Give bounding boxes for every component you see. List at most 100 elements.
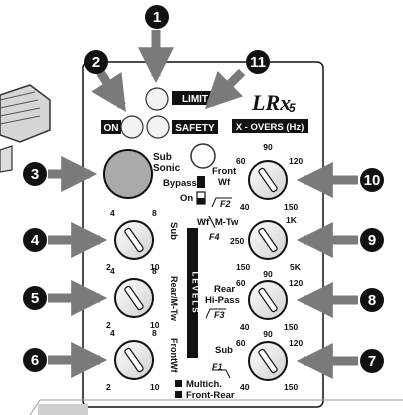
xover-f3-tick-60: 60 [236,278,246,288]
level-knob-rear-tick-10: 10 [150,320,160,330]
safety-led [146,115,170,139]
subsonic-on-label: On [180,193,193,204]
callout-arrows [48,30,358,379]
level-knob-front-tick-8: 8 [152,328,157,338]
f1-filter-icon [212,369,231,379]
subsonic-knob[interactable] [103,149,153,199]
callout-badge-3 [23,162,47,186]
xover-f2-tick-60: 60 [236,156,246,166]
level-knob-front-tick-2: 2 [106,382,111,392]
level-knob-sub[interactable]: 4 8 2 10 Sub [106,208,179,272]
safety-label: SAFETY [175,123,215,134]
level-knob-front-tick-4: 4 [110,328,115,338]
callout-badge-1 [145,5,169,29]
xover-f3-tick-150: 150 [284,322,298,332]
xover-f1-tick-120: 120 [289,338,303,348]
xover-f3-tick-40: 40 [240,322,250,332]
mode-legend-front-rear: Front-Rear [186,390,235,401]
f3-label: F3 [214,310,225,320]
subsonic-led [190,143,216,169]
rear-hipass-line2: Hi-Pass [205,295,240,306]
callout-6-label: 6 [31,352,39,369]
front-wf-line1: Front [212,166,237,177]
callout-3-label: 3 [31,166,39,183]
callout-badge-11 [246,50,270,74]
xover-f4-tick-5k: 5K [290,262,302,272]
callout-badge-8 [360,288,384,312]
level-knob-sub-tick-10: 10 [150,262,160,272]
xover-knob-rear-hipass[interactable]: 90 60 120 40 150 [236,269,303,332]
xover-f3-tick-90: 90 [263,269,273,279]
level-knob-sub-label: Sub [168,222,179,240]
on-label: ON [104,123,119,134]
level-knob-rear-tick-4: 4 [110,266,115,276]
callout-5-label: 5 [31,290,39,307]
xover-header: X - OVERS (Hz) [236,122,305,133]
callout-10-label: 10 [364,172,381,189]
xover-f4-tick-250: 250 [230,236,244,246]
limit-label: LIMIT [182,94,208,105]
levels-label: LEVELS [191,271,200,314]
levels-bar [187,228,198,358]
callout-9-label: 9 [368,232,376,249]
xover-f2-tick-90: 90 [263,142,273,152]
f2-label: F2 [220,199,231,209]
xover-f2-tick-40: 40 [240,202,250,212]
callout-8-label: 8 [368,292,376,309]
callout-badge-10 [360,168,384,192]
xover-f1-tick-40: 40 [240,382,250,392]
tab-strip [38,404,88,415]
level-knob-front-label: FrontWf [169,338,179,373]
front-wf-line2: Wf [218,177,231,188]
arrow-2 [91,69,126,113]
f4-label: F4 [209,232,220,242]
f3-filter-icon [205,308,226,319]
level-knob-front-tick-10: 10 [150,382,160,392]
safety-label-box [172,120,218,134]
callout-badge-9 [360,228,384,252]
f2-filter-icon [211,197,232,208]
f1-label: F1 [212,362,223,372]
brand-logo: LRx [251,90,291,115]
level-knob-sub-tick-4: 4 [110,208,115,218]
subsonic-label-line2: Sonic [153,163,181,174]
rear-hipass-line1: Rear [214,284,235,295]
subsonic-bypass-label: Bypass [163,178,197,189]
limit-led [145,87,169,111]
level-knob-sub-tick-8: 8 [152,208,157,218]
amplifier-illustration [0,84,51,173]
arrow-11 [204,68,246,110]
wf-mtw-label: Wf╲M-Tw [197,215,239,228]
power-led [120,115,144,139]
xover-knob-sub[interactable]: 90 60 120 40 150 [236,329,303,392]
level-knob-rear-tick-2: 2 [106,320,111,330]
callout-11-label: 11 [250,54,266,71]
on-label-box [101,120,121,134]
level-knob-rear-label: Rear/M-Tw [169,276,179,322]
xover-f2-tick-150: 150 [284,202,298,212]
subsonic-switch-bypass[interactable] [197,176,205,188]
level-knob-front-wf[interactable]: 4 8 2 10 FrontWf [106,328,179,392]
multich-legend-swatch [175,380,182,387]
xover-knob-front-wf[interactable]: 90 60 120 40 150 [236,142,303,212]
callout-badges: 1 2 11 3 4 5 6 10 9 8 7 [23,5,384,373]
level-knob-rear-mtw[interactable]: 4 8 2 10 Rear/M-Tw [106,266,179,330]
xover-knob-wf-mtw[interactable]: 1K 250 5K 150 [230,215,302,272]
xover-f3-tick-120: 120 [289,278,303,288]
callout-badge-7 [360,349,384,373]
level-knob-rear-tick-8: 8 [152,266,157,276]
xover-f4-tick-1k: 1K [286,215,298,225]
callout-badge-4 [23,228,47,252]
xover-f1-tick-60: 60 [236,338,246,348]
level-knob-sub-tick-2: 2 [106,262,111,272]
brand-model-number: 5 [289,101,296,115]
sub-switch-label: Sub [215,345,233,356]
front-rear-legend-swatch [175,391,182,398]
xover-f1-tick-90: 90 [263,329,273,339]
xover-f2-tick-120: 120 [289,156,303,166]
callout-badge-6 [23,348,47,372]
xover-header-box [232,119,308,133]
callout-7-label: 7 [368,353,376,370]
callout-4-label: 4 [31,232,40,249]
